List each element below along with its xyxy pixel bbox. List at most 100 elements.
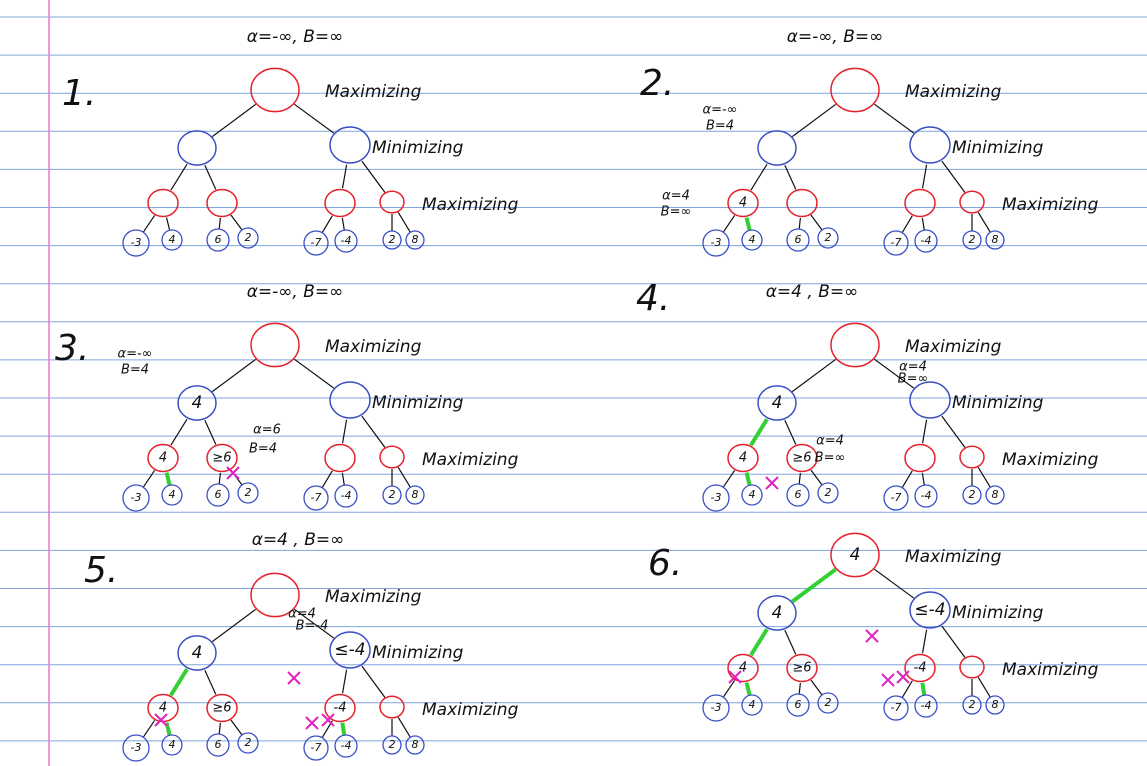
leaf-edge <box>744 217 752 231</box>
prune-mark <box>896 670 910 684</box>
level-label: Maximizing <box>325 587 422 607</box>
leaf-value: -4 <box>341 739 352 752</box>
leaf-value: -7 <box>311 236 322 249</box>
leaf-edge <box>798 472 801 485</box>
tree-edge <box>750 163 768 191</box>
prune-mark <box>865 629 879 643</box>
node-value: 4 <box>192 643 203 663</box>
tree-edge <box>341 669 348 694</box>
alpha-beta-note: α=-∞ <box>703 103 738 118</box>
alpha-beta-note: α=-∞ <box>118 347 153 362</box>
tree-edge <box>791 567 837 604</box>
leaf-value: -4 <box>921 489 932 502</box>
prune-mark <box>765 476 779 490</box>
max-node <box>324 443 356 473</box>
leaf-edge <box>920 682 927 696</box>
leaf-node <box>303 485 329 511</box>
alpha-beta-note: α=6 <box>253 423 281 438</box>
leaf-value: 4 <box>169 488 176 501</box>
tree-edge <box>784 420 797 445</box>
alpha-beta-note: α=4 <box>899 360 927 375</box>
leaf-value: -7 <box>311 741 322 754</box>
node-value: 4 <box>192 393 203 413</box>
tree-edge <box>749 628 769 657</box>
min-node <box>329 381 371 419</box>
alpha-beta-note: B=4 <box>121 363 149 378</box>
node-value: ≥6 <box>792 451 811 466</box>
tree-edge <box>873 568 915 599</box>
tree-edge <box>204 165 217 190</box>
leaf-node <box>206 228 230 252</box>
leaf-edge <box>218 472 221 485</box>
leaf-value: -3 <box>711 491 722 504</box>
leaf-edge <box>810 679 823 696</box>
node-value: 4 <box>850 545 861 565</box>
tree-edge <box>361 415 386 448</box>
leaf-node <box>237 482 259 504</box>
max-node <box>727 653 759 683</box>
max-node <box>379 695 405 719</box>
leaf-edge <box>977 211 991 233</box>
leaf-value: 2 <box>389 488 396 501</box>
step-number: 5. <box>84 550 118 591</box>
node-value: ≤-4 <box>914 600 945 620</box>
leaf-edge <box>798 682 801 695</box>
max-node <box>147 188 179 218</box>
ruled-lines <box>0 16 1147 742</box>
leaf-edge <box>810 469 823 486</box>
tree-edge <box>169 668 189 697</box>
leaf-node <box>122 734 150 762</box>
leaf-edge <box>321 470 333 489</box>
tree-edge <box>941 415 966 448</box>
tree-edge <box>293 608 335 639</box>
step-number: 3. <box>55 328 89 369</box>
min-node <box>177 635 217 671</box>
leaf-value: 2 <box>825 486 832 499</box>
min-node <box>909 126 951 164</box>
leaf-value: -7 <box>891 701 902 714</box>
level-label: Maximizing <box>905 337 1002 357</box>
level-label: Minimizing <box>372 138 464 158</box>
leaf-value: 6 <box>215 738 222 751</box>
leaf-edge <box>722 470 736 488</box>
prune-mark <box>321 713 335 727</box>
leaf-node <box>405 735 425 755</box>
tree-edge <box>784 630 797 655</box>
node-value: 4 <box>739 451 747 466</box>
leaf-edge <box>230 719 243 736</box>
leaf-edge <box>218 722 221 735</box>
max-node <box>727 188 759 218</box>
tree-edge <box>921 164 928 189</box>
leaf-node <box>962 695 982 715</box>
tree-edge <box>941 160 966 193</box>
leaf-node <box>741 694 763 716</box>
leaf-edge <box>165 217 171 231</box>
leaf-value: 8 <box>412 233 419 246</box>
tree-edge <box>873 103 915 134</box>
leaf-node <box>161 734 183 756</box>
node-value: ≥6 <box>792 661 811 676</box>
level-label: Maximizing <box>422 450 519 470</box>
leaf-node <box>237 227 259 249</box>
leaf-value: -3 <box>131 741 142 754</box>
leaf-edge <box>164 722 172 736</box>
level-label: Minimizing <box>952 603 1044 623</box>
leaf-value: 2 <box>969 698 976 711</box>
leaf-node <box>303 230 329 256</box>
max-node <box>206 443 238 473</box>
min-node <box>757 385 797 421</box>
tree-edge <box>204 670 217 695</box>
leaf-edge <box>901 215 913 234</box>
leaf-node <box>914 694 938 718</box>
leaf-node <box>883 230 909 256</box>
leaf-value: 6 <box>215 233 222 246</box>
level-label: Maximizing <box>325 337 422 357</box>
leaf-value: -3 <box>131 491 142 504</box>
tree-edge <box>341 164 348 189</box>
level-label: Maximizing <box>1002 450 1099 470</box>
leaf-value: 8 <box>412 488 419 501</box>
